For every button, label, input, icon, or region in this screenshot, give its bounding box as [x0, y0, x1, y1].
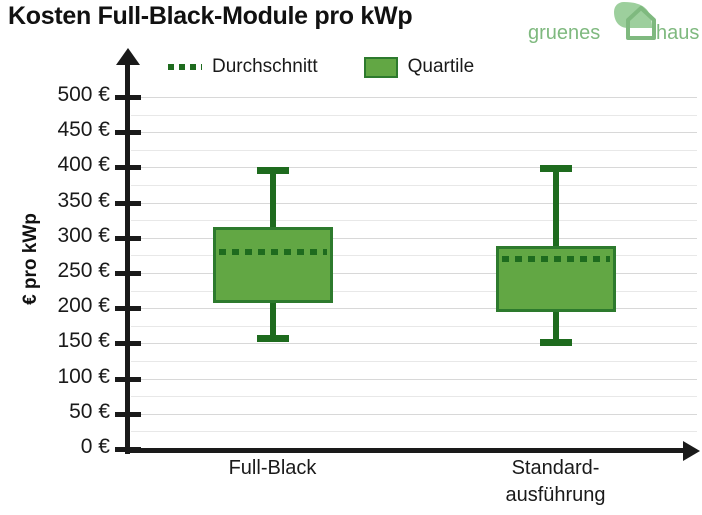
y-axis-tick: [115, 306, 141, 312]
page-title: Kosten Full-Black-Module pro kWp: [8, 2, 413, 30]
y-axis-tick-label: 500 €: [57, 83, 110, 106]
gridline: [131, 290, 697, 292]
logo-graphic: [614, 2, 656, 40]
y-axis-tick: [115, 235, 141, 241]
y-axis-tick: [115, 200, 141, 206]
x-axis-tick-label: Standard-ausführung: [505, 457, 606, 506]
y-axis-tick: [115, 130, 141, 136]
gridline: [131, 149, 697, 151]
legend-item-durchschnitt: Durchschnitt: [168, 56, 318, 78]
plot-area: [131, 90, 697, 450]
y-axis-tick-label: 50 €: [69, 399, 110, 423]
y-axis-title: € pro kWp: [20, 213, 41, 305]
legend-label-quartile: Quartile: [407, 56, 475, 77]
gridline: [131, 273, 697, 274]
gridline: [131, 255, 697, 257]
y-axis-tick: [115, 411, 141, 417]
x-axis-arrow-icon: [683, 441, 700, 461]
gridline: [131, 220, 697, 222]
y-axis-tick: [115, 376, 141, 382]
y-axis-tick-label: 350 €: [57, 188, 110, 212]
whisker-cap-upper: [256, 166, 289, 174]
x-axis-line: [127, 448, 685, 453]
gridline: [131, 431, 697, 433]
quartile-box: [212, 227, 333, 303]
box-swatch-icon: [363, 56, 398, 78]
gridline: [131, 413, 697, 415]
gridline: [131, 237, 697, 239]
y-axis-tick: [115, 95, 141, 100]
y-axis-tick-label: 400 €: [57, 153, 110, 177]
y-axis-tick-label: 300 €: [57, 223, 110, 247]
gridline: [131, 132, 697, 134]
brand-logo: gruenes haus: [528, 0, 702, 56]
gridline: [131, 396, 697, 398]
gridline: [131, 167, 697, 169]
y-axis-tick-label: 450 €: [57, 118, 110, 142]
gridline: [131, 343, 697, 345]
logo-text-haus: haus: [656, 22, 700, 44]
gridline: [131, 308, 697, 310]
y-axis-line: [125, 62, 130, 454]
y-axis-tick: [115, 447, 141, 452]
whisker-cap-lower: [539, 338, 572, 346]
house-outline-icon: [626, 6, 656, 40]
gridline: [131, 361, 697, 362]
y-axis-tick-label: 0 €: [80, 435, 110, 458]
legend-label-durchschnitt: Durchschnitt: [212, 56, 318, 77]
chart-legend: Durchschnitt Quartile: [168, 54, 474, 80]
gridline: [131, 378, 697, 380]
y-axis-tick: [115, 271, 141, 276]
gridline: [131, 97, 697, 98]
gridline: [131, 185, 697, 186]
y-axis-tick-label: 250 €: [57, 259, 110, 282]
gridline: [131, 202, 697, 204]
logo-text-gruenes: gruenes: [528, 22, 601, 44]
y-axis-tick-label: 100 €: [57, 364, 110, 388]
whisker-cap-upper: [539, 165, 572, 173]
y-axis-tick-label: 200 €: [57, 294, 110, 318]
gridline: [131, 325, 697, 327]
mean-line: [218, 248, 327, 255]
mean-line: [501, 255, 610, 262]
y-axis-tick: [115, 165, 141, 171]
y-axis-arrow-icon: [116, 48, 140, 65]
y-axis-tick: [115, 341, 141, 347]
dotted-line-swatch-icon: [168, 64, 202, 70]
whisker-cap-lower: [256, 335, 289, 343]
y-axis-tick-label: 150 €: [57, 329, 110, 353]
whisker-line-upper: [552, 168, 559, 313]
gridline: [131, 114, 697, 116]
legend-item-quartile: Quartile: [363, 56, 475, 78]
x-axis-tick-label: Full-Black: [228, 457, 317, 479]
